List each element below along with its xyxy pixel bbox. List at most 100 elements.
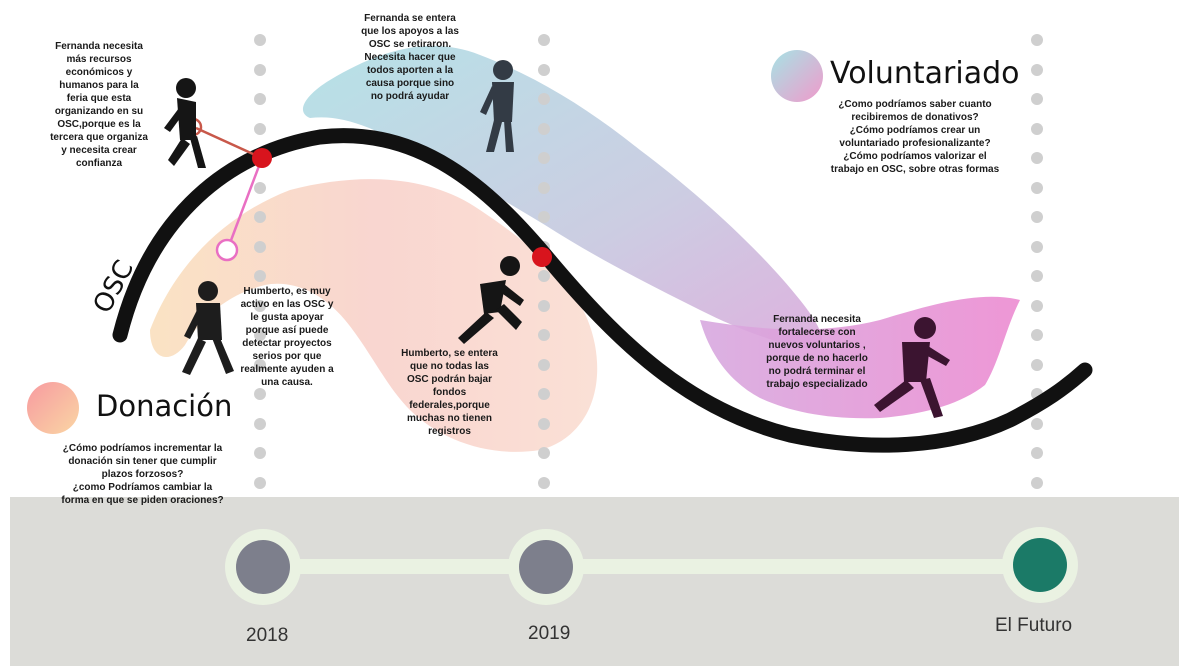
guide-dot [1031, 211, 1043, 223]
note-humberto-fondos: Humberto, se entera que no todas las OSC… [397, 347, 502, 438]
note-line: no podrá terminar el [768, 366, 866, 377]
timeline-node-2018[interactable] [225, 529, 301, 605]
note-line: Humberto, se entera [401, 348, 498, 359]
note-line: fortalecerse con [778, 327, 856, 338]
note-line: que los apoyos a las [361, 26, 459, 37]
humberto-running-figure [458, 256, 524, 344]
guide-dot [1031, 270, 1043, 282]
voluntariado-question: ¿Cómo podríamos valorizar el trabajo en … [815, 150, 1015, 176]
note-line: federales,porque [409, 400, 490, 411]
voluntariado-question: ¿Cómo podríamos crear un voluntariado pr… [815, 124, 1015, 150]
guide-dot [538, 329, 550, 341]
note-line: tercera que organiza [50, 132, 148, 143]
voluntariado-question-line: ¿Cómo podríamos valorizar el [843, 151, 987, 162]
note-line: detectar proyectos [242, 338, 332, 349]
guide-dot [1031, 123, 1043, 135]
volunteering-brush-tail [700, 296, 1020, 419]
donacion-questions: ¿Cómo podríamos incrementar la donación … [55, 442, 230, 507]
donacion-question-line: forma en que se piden oraciones? [61, 495, 224, 506]
donacion-question-line: donación sin tener que cumplir [68, 456, 217, 467]
guide-dot [1031, 34, 1043, 46]
donacion-question-line: ¿Cómo podríamos incrementar la [62, 443, 223, 454]
voluntariado-question-line: recibiremos de donativos? [851, 112, 979, 123]
note-line: Humberto, es muy [243, 286, 331, 297]
timeline-node-future[interactable] [1002, 527, 1078, 603]
guide-dot [538, 418, 550, 430]
note-line: feria que esta [66, 93, 132, 104]
guide-dot [254, 447, 266, 459]
guide-dot [1031, 152, 1043, 164]
voluntariado-question-line: trabajo en OSC, sobre otras formas [830, 164, 1000, 175]
timeline-label-2019: 2019 [528, 623, 571, 644]
guide-dot [1031, 182, 1043, 194]
guide-dot [254, 64, 266, 76]
guide-dot [538, 34, 550, 46]
guide-dot [538, 64, 550, 76]
guide-dot [538, 477, 550, 489]
guide-dot [254, 211, 266, 223]
voluntariado-question-line: voluntariado profesionalizante? [839, 138, 991, 149]
note-line: activo en las OSC y [240, 299, 334, 310]
voluntariado-question-line: ¿Como podríamos saber cuanto [838, 99, 992, 110]
fernanda-running-figure-2 [874, 317, 950, 418]
voluntariado-questions: ¿Como podríamos saber cuanto recibiremos… [815, 98, 1015, 176]
guide-dot [254, 329, 266, 341]
note-line: causa porque sino [365, 78, 455, 89]
note-line: Fernanda necesita [55, 41, 143, 52]
donacion-title: Donación [96, 389, 233, 423]
guide-dot [538, 93, 550, 105]
note-line: realmente ayuden a [240, 364, 334, 375]
guide-dot [254, 359, 266, 371]
guide-dot [1031, 300, 1043, 312]
note-line: registros [428, 426, 471, 437]
note-line: una causa. [261, 377, 313, 388]
timeline-track [258, 559, 1038, 574]
note-line: muchas no tienen [406, 413, 492, 424]
note-line: OSC podrán bajar [406, 374, 492, 385]
note-line: porque así puede [245, 325, 329, 336]
guide-dot [538, 300, 550, 312]
donation-gradient-icon [27, 382, 79, 434]
guide-dot [254, 477, 266, 489]
timeline-node-2019[interactable] [508, 529, 584, 605]
guide-dot [538, 123, 550, 135]
note-line: más recursos [66, 54, 132, 65]
guide-dot [538, 211, 550, 223]
guide-dot [254, 182, 266, 194]
note-line: serios por que [252, 351, 322, 362]
timeline-band [10, 497, 1179, 666]
humberto-walking-figure [182, 281, 234, 375]
guide-dot [254, 270, 266, 282]
connector-humberto-pink [228, 157, 264, 244]
guide-dot [254, 300, 266, 312]
guide-dot [538, 359, 550, 371]
note-line: confianza [75, 158, 123, 169]
guide-dot [254, 34, 266, 46]
note-fernanda-apoyos: Fernanda se entera que los apoyos a las … [360, 12, 460, 103]
note-line: humanos para la [59, 80, 139, 91]
voluntariado-title: Voluntariado [830, 56, 1020, 91]
note-line: Necesita hacer que [364, 52, 456, 63]
note-line: le gusta apoyar [250, 312, 324, 323]
guide-dot [538, 270, 550, 282]
guide-dot [254, 388, 266, 400]
connector-fernanda-red [195, 126, 263, 160]
fernanda-standing-figure [480, 60, 514, 152]
guide-dot [1031, 477, 1043, 489]
donacion-question-line: plazos forzosos? [101, 469, 184, 480]
connector-humberto-ring [215, 238, 239, 262]
voluntariado-question-line: ¿Cómo podríamos crear un [849, 125, 981, 136]
guide-dot [1031, 447, 1043, 459]
note-line: OSC,porque es la [57, 119, 141, 130]
guide-dot [538, 447, 550, 459]
timeline-label-2018: 2018 [246, 625, 289, 646]
fernanda-running-figure-1 [164, 78, 206, 168]
guide-dot [538, 152, 550, 164]
guide-dot [1031, 418, 1043, 430]
voluntariado-question: ¿Como podríamos saber cuanto recibiremos… [815, 98, 1015, 124]
guide-dot [1031, 241, 1043, 253]
note-line: económicos y [65, 67, 133, 78]
note-line: y necesita crear [61, 145, 137, 156]
note-line: Fernanda se entera [364, 13, 456, 24]
